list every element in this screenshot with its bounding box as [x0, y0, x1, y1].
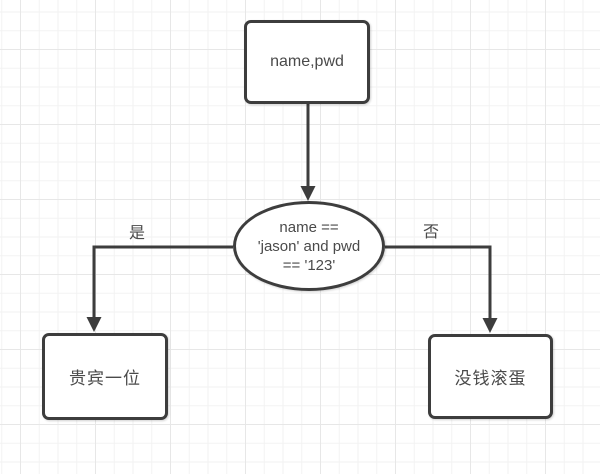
edge-label-no: 否	[422, 224, 439, 241]
arrowhead-down-icon	[300, 186, 316, 201]
edge-no-branch[interactable]	[385, 245, 498, 333]
node-success[interactable]: 贵宾一位	[42, 333, 168, 420]
edge-yes-branch[interactable]	[86, 245, 234, 332]
node-failure-label: 没钱滚蛋	[454, 369, 527, 388]
arrowhead-down-icon	[482, 318, 498, 333]
node-input[interactable]: name,pwd	[244, 20, 370, 104]
node-success-label: 贵宾一位	[69, 369, 141, 388]
node-condition[interactable]: name == 'jason' and pwd == '123'	[233, 201, 385, 291]
arrowhead-down-icon	[86, 317, 102, 332]
edge-input-to-condition[interactable]	[300, 104, 316, 201]
node-condition-label: name == 'jason' and pwd == '123'	[257, 218, 361, 274]
node-failure[interactable]: 没钱滚蛋	[428, 334, 553, 419]
edge-label-yes: 是	[128, 225, 145, 242]
node-input-label: name,pwd	[270, 53, 344, 70]
